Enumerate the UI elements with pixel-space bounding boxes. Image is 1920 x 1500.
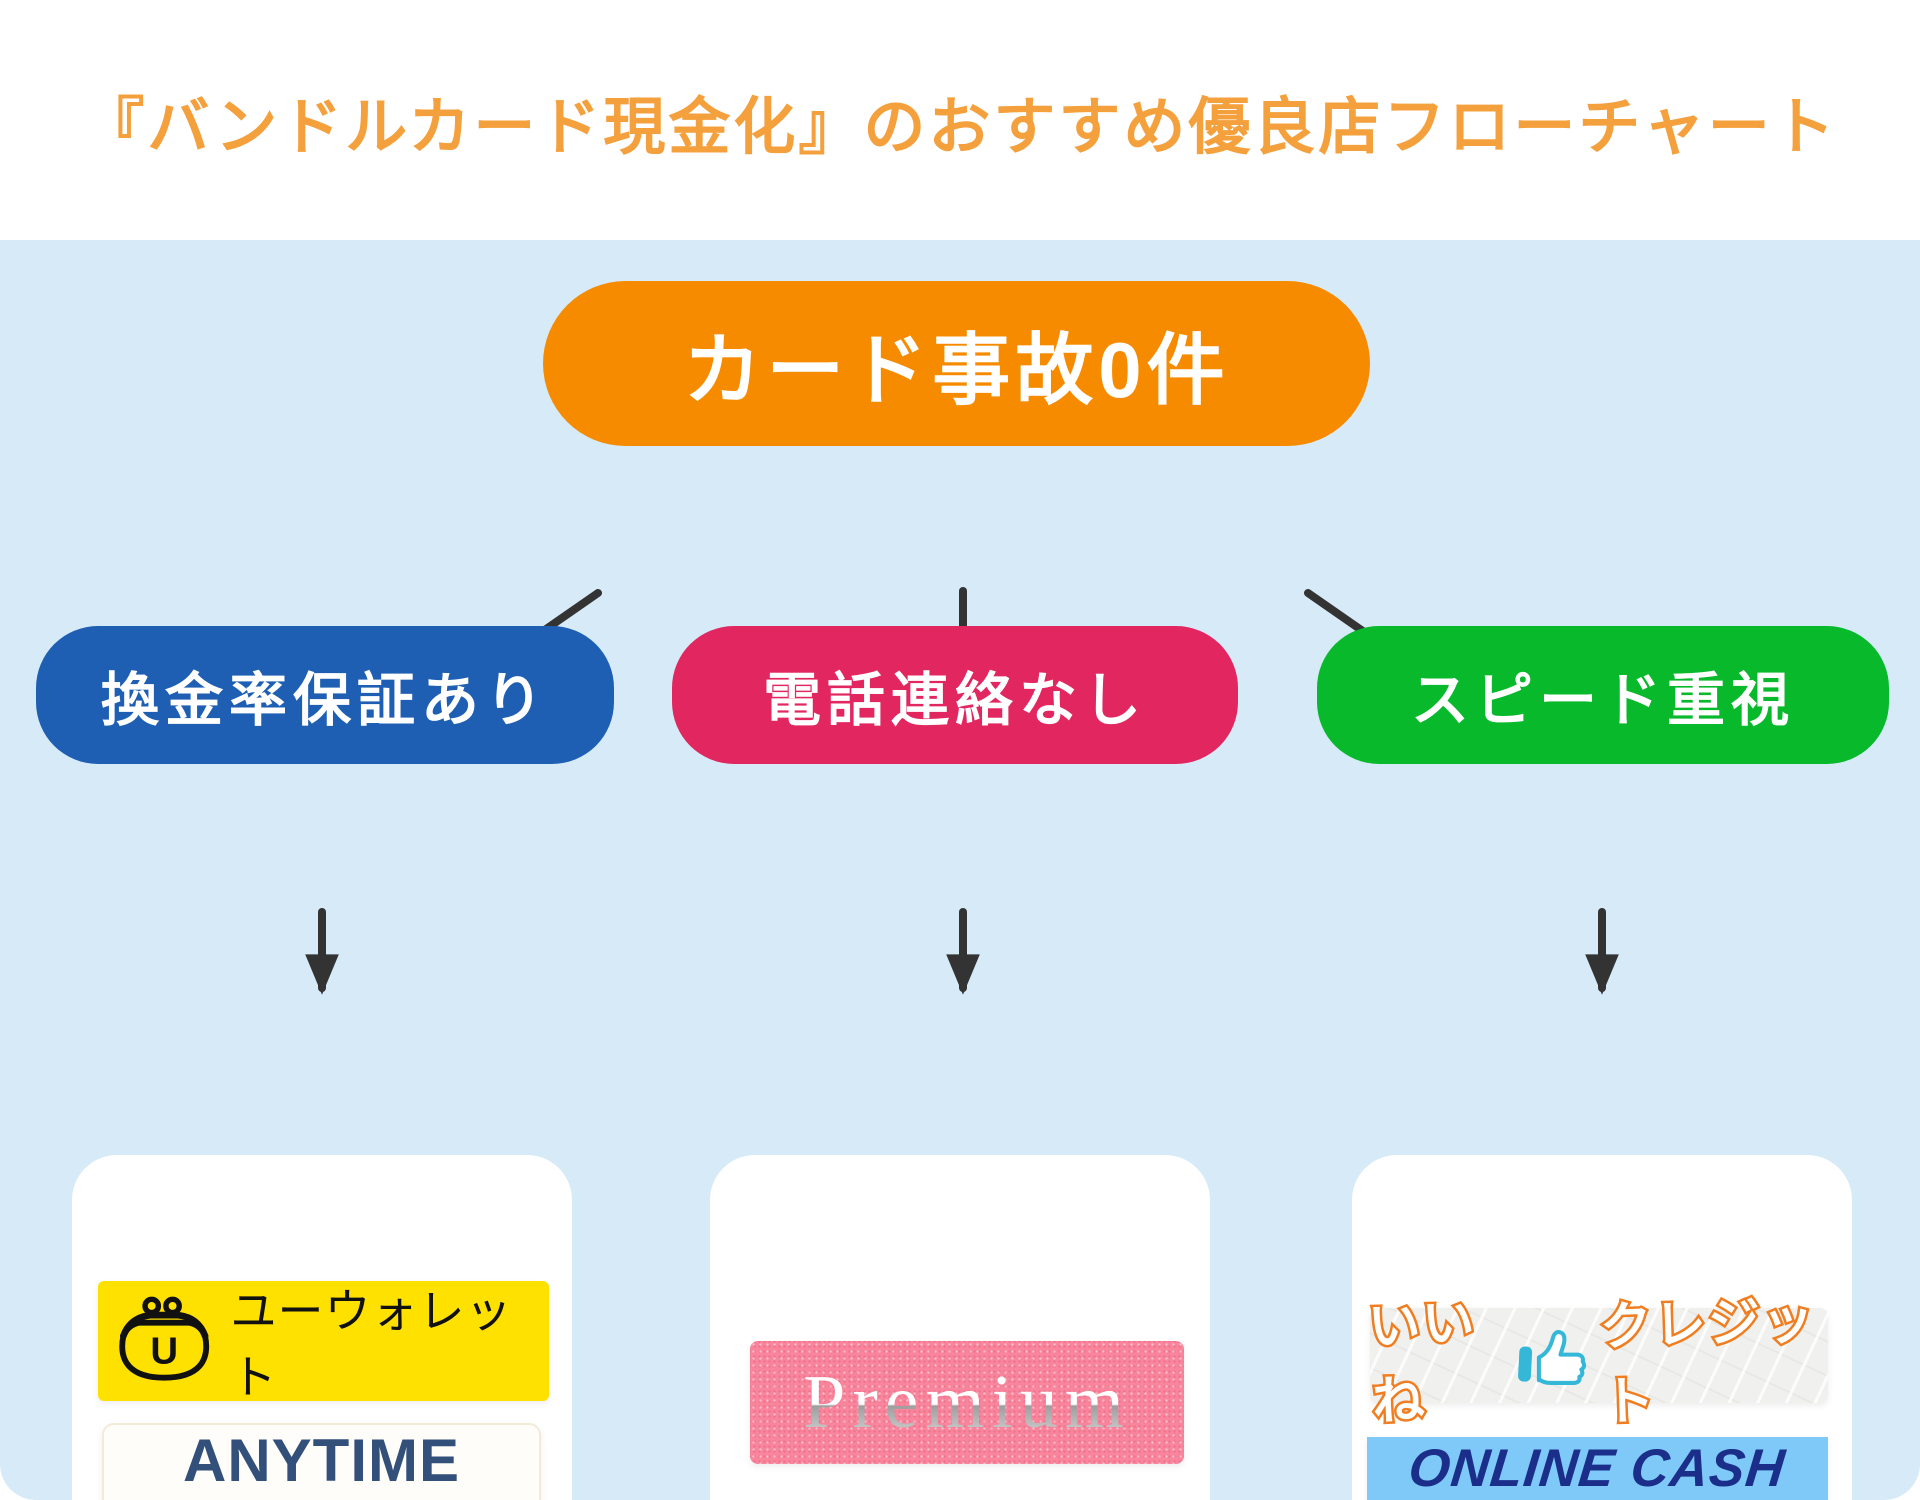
root-node: カード事故0件	[543, 281, 1370, 446]
thumbs-up-icon	[1518, 1329, 1587, 1385]
credit-text: クレジット	[1596, 1288, 1819, 1433]
online-cash-name: ONLINE CASH	[1406, 1438, 1789, 1498]
branch-node-guarantee: 換金率保証あり	[36, 626, 614, 764]
branch-node-speed: スピード重視	[1317, 626, 1889, 764]
anytime-logo: ANYTIME エニタイム	[102, 1423, 541, 1500]
shop-card-speed: いいね クレジット ONLINE CASH オンラインキャッシュ	[1352, 1155, 1852, 1500]
flow-panel: カード事故0件 換金率保証あり 電話連絡なし スピード重視 U ユーウォレット …	[0, 240, 1920, 1500]
anytime-name: ANYTIME	[183, 1427, 460, 1494]
premium-logo: Premium	[750, 1341, 1184, 1464]
premium-name: Premium	[803, 1360, 1131, 1444]
shop-card-no-phone: Premium	[710, 1155, 1210, 1500]
branch-node-no-phone: 電話連絡なし	[672, 626, 1238, 764]
svg-text:U: U	[150, 1330, 178, 1373]
uwallet-logo: U ユーウォレット	[98, 1281, 549, 1403]
header: 『バンドルカード現金化』のおすすめ優良店フローチャート	[0, 0, 1920, 240]
page-title: 『バンドルカード現金化』のおすすめ優良店フローチャート	[82, 93, 1838, 162]
online-cash-logo: ONLINE CASH オンラインキャッシュ	[1367, 1437, 1828, 1500]
shop-card-guarantee: U ユーウォレット ANYTIME エニタイム	[72, 1155, 572, 1500]
uwallet-name: ユーウォレット	[230, 1285, 513, 1403]
iine-text: いいね	[1364, 1290, 1480, 1433]
coin-purse-icon: U	[119, 1296, 210, 1381]
iine-credit-logo: いいね クレジット	[1364, 1288, 1828, 1434]
anytime-kana: エニタイム	[224, 1495, 419, 1500]
